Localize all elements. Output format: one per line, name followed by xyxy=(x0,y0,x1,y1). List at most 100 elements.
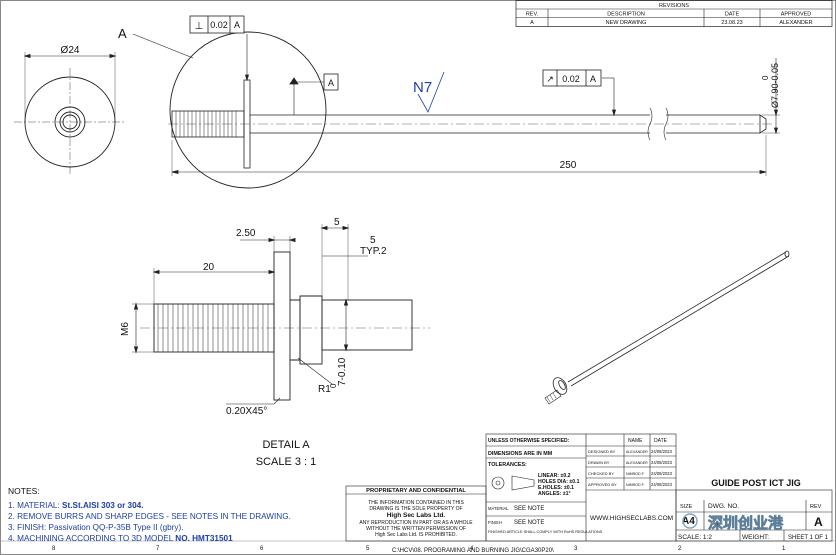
proprietary-line-2: DRAWING IS THE SOLE PROPERTY OF xyxy=(369,506,462,512)
diameter-24-label: Ø24 xyxy=(61,45,80,56)
detail-a-view xyxy=(132,224,430,405)
typ-2-label: TYP.2 xyxy=(360,246,387,257)
notes-header: NOTES: xyxy=(8,486,40,496)
approved-header: APPROVED xyxy=(781,12,812,18)
designed-date: 24/08/2023 xyxy=(651,449,673,454)
isometric-view xyxy=(544,250,790,405)
dim-7-upper: 0 xyxy=(329,383,338,388)
date-cell: 23.08.23 xyxy=(721,20,742,26)
designed-by-label: DESIGNED BY xyxy=(588,449,616,454)
dim-20: 20 xyxy=(203,262,215,273)
checker-name: NIMROD F. xyxy=(626,472,645,476)
zone-5: 5 xyxy=(366,546,370,552)
designer-name: ALEXANDER xyxy=(626,450,648,454)
note-4-bold: NO. HMT31501 xyxy=(175,534,233,543)
approved-by-label: APPROVED BY xyxy=(588,482,617,487)
finish-label: FINISH xyxy=(488,520,502,525)
perpendicularity-tolerance: 0.02 xyxy=(210,20,228,30)
proprietary-title: PROPRIETARY AND CONFIDENTIAL xyxy=(366,488,466,494)
drawn-by-label: DRAWN BY xyxy=(588,460,610,465)
dim-2-50: 2.50 xyxy=(236,228,256,239)
dim-5-typ: 5 xyxy=(370,235,376,246)
rev-header: REV. xyxy=(526,12,539,18)
datum-a-box: A xyxy=(323,73,339,91)
rohs-note: FINISHED ARTICLE SHALL COMPLY WITH RoHS … xyxy=(488,530,603,534)
zone-7: 7 xyxy=(156,546,160,552)
note-4-text: MACHINING ACCORDING TO 3D MODEL xyxy=(17,534,176,543)
note-2: 2. REMOVE BURRS AND SHARP EDGES - SEE NO… xyxy=(8,511,338,522)
company-website: WWW.HIGHSECLABS.COM xyxy=(590,515,673,522)
date-header: DATE xyxy=(725,12,740,18)
date-header-tb: DATE xyxy=(654,438,668,444)
drawer-name: ALEXANDER xyxy=(626,461,648,465)
zone-4: 4 xyxy=(470,546,474,552)
watermark: 深圳创业港 xyxy=(682,513,784,532)
note-1: 1. MATERIAL: St.St.AISI 303 or 304. xyxy=(8,500,338,511)
runout-datum: A xyxy=(590,74,596,84)
approver-name: NIMROD F. xyxy=(626,483,645,487)
note-1-num: 1. xyxy=(8,501,15,510)
note-1-text: MATERIAL: xyxy=(17,501,63,510)
zone-2: 2 xyxy=(678,546,682,552)
perpendicularity-frame: ⊥ 0.02 A xyxy=(189,15,245,34)
revisions-table: REVISIONS REV. DESCRIPTION DATE APPROVED… xyxy=(515,0,833,27)
note-4: 4. MACHINING ACCORDING TO 3D MODEL NO. H… xyxy=(8,533,338,544)
description-cell: NEW DRAWING xyxy=(606,20,647,26)
perpendicularity-datum: A xyxy=(234,20,240,30)
shaft-diameter: Ø7.90-0.05 xyxy=(770,63,780,108)
tolerance-holes: HOLES DIA: ±0.1 xyxy=(538,479,580,485)
note-2-text: REMOVE BURRS AND SHARP EDGES - SEE NOTES… xyxy=(17,512,291,521)
main-side-view xyxy=(132,31,780,189)
note-2-num: 2. xyxy=(8,512,15,521)
dim-7: 7-0.10 xyxy=(337,357,348,386)
zone-8: 8 xyxy=(52,546,56,552)
proprietary-line-4: WITHOUT THE WRITTEN PERMISSION OF xyxy=(366,526,466,532)
runout-frame: ↗ 0.02 A xyxy=(542,69,602,87)
dimensions-in-mm: DIMENSIONS ARE IN MM xyxy=(488,451,553,457)
runout-tolerance: 0.02 xyxy=(562,74,580,84)
proprietary-line-3: ANY REPRODUCTION IN PART OR AS A WHOLE xyxy=(359,520,473,526)
detail-a-callout: A xyxy=(118,26,127,41)
end-view xyxy=(14,52,126,176)
tolerance-eholes: E.HOLES: ±0.1 xyxy=(538,485,574,491)
note-3-num: 3. xyxy=(8,523,15,532)
tolerance-linear: LINEAR: ±0.2 xyxy=(538,473,571,479)
dwg-no-label: DWG. NO. xyxy=(708,503,739,510)
notes-section: NOTES: 1. MATERIAL: St.St.AISI 303 or 30… xyxy=(8,486,338,544)
proprietary-line-1: THE INFORMATION CONTAINED IN THIS xyxy=(368,500,464,506)
drawn-date: 24/08/2023 xyxy=(651,460,673,465)
dim-5-top: 5 xyxy=(334,217,340,228)
rev-value-tb: A xyxy=(814,515,823,529)
thread-m6: M6 xyxy=(120,322,131,336)
radius-r1: R1 xyxy=(318,384,331,395)
unless-specified: UNLESS OTHERWISE SPECIFIED: xyxy=(488,438,570,444)
checked-by-label: CHECKED BY xyxy=(588,471,614,476)
note-1-bold: St.St.AISI 303 or 304. xyxy=(62,501,144,510)
perpendicularity-symbol: ⊥ xyxy=(195,21,204,32)
weight-label: WEIGHT: xyxy=(742,534,769,541)
material-value: SEE NOTE xyxy=(514,506,544,512)
detail-title: DETAIL A xyxy=(262,439,310,451)
chamfer-label: 0.20X45° xyxy=(226,406,267,417)
zone-3: 3 xyxy=(574,546,578,552)
file-path: C:\HCV\08. PROGRAMING AND BURNING JIG\CG… xyxy=(392,548,554,554)
datum-a-label: A xyxy=(328,78,334,88)
detail-scale: SCALE 3 : 1 xyxy=(256,456,317,468)
material-label: MATERIAL xyxy=(488,506,509,511)
sheet-label: SHEET 1 OF 1 xyxy=(788,535,829,541)
size-value: A4 xyxy=(682,516,695,527)
zone-6: 6 xyxy=(260,546,264,552)
note-4-num: 4. xyxy=(8,534,15,543)
proprietary-line-5: High Sec Labs Ltd. IS PROHIBITED. xyxy=(375,532,457,538)
approved-date: 24/08/2023 xyxy=(651,482,673,487)
rev-cell: A xyxy=(530,20,534,26)
size-label: SIZE xyxy=(680,504,693,510)
scale-label-tb: SCALE: 1:2 xyxy=(678,534,712,541)
title-block xyxy=(345,433,833,542)
finish-value: SEE NOTE xyxy=(514,520,544,526)
zone-1: 1 xyxy=(782,546,786,552)
runout-symbol: ↗ xyxy=(546,74,554,84)
rev-label-tb: REV xyxy=(810,504,822,510)
name-header: NAME xyxy=(628,438,643,444)
